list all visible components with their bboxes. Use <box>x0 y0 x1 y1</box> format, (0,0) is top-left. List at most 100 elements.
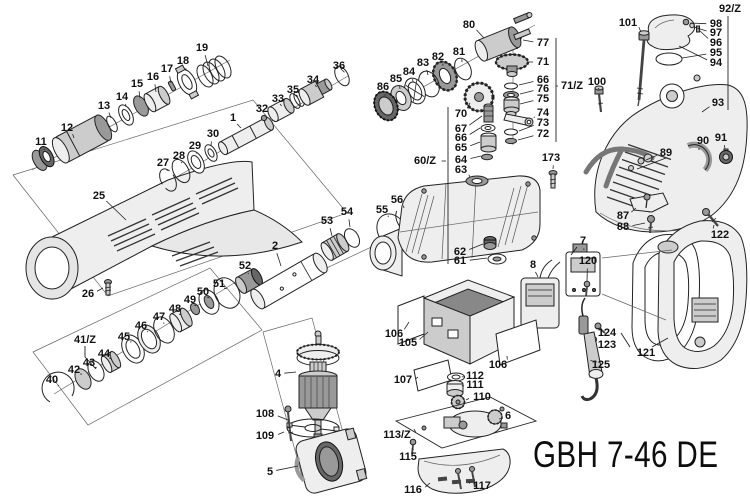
bearing-bracket-plate <box>394 396 538 455</box>
part-label-88: 88 <box>617 221 629 233</box>
leader-line-89 <box>645 155 657 161</box>
part-label-19: 19 <box>196 42 208 54</box>
leader-line-63 <box>468 174 471 178</box>
leader-line-72 <box>517 135 534 141</box>
part-label-6: 6 <box>505 410 511 422</box>
part-label-121: 121 <box>637 347 655 359</box>
model-title: GBH 7-46 DE <box>533 434 719 475</box>
part-label-92/Z: 92/Z <box>719 3 741 15</box>
leader-line-75 <box>519 100 534 105</box>
part-label-86: 86 <box>377 81 389 93</box>
leader-line-53 <box>329 228 333 237</box>
cover-cap-group <box>646 14 700 66</box>
part-label-13: 13 <box>98 100 110 112</box>
part-label-46: 46 <box>135 320 147 332</box>
ring-set <box>41 204 421 403</box>
part-label-71: 71 <box>537 56 549 68</box>
part-label-173: 173 <box>542 152 560 164</box>
leader-line-67 <box>469 115 483 126</box>
part-label-35: 35 <box>287 84 299 96</box>
leader-line-8 <box>535 271 539 278</box>
leader-line-96 <box>699 30 709 39</box>
striker-assembly <box>454 12 533 81</box>
leader-line-83 <box>426 69 429 76</box>
part-label-120: 120 <box>579 255 597 267</box>
leader-line-125 <box>590 360 598 363</box>
leader-line-93 <box>701 106 710 113</box>
part-label-14: 14 <box>116 91 129 103</box>
leader-line-17 <box>169 76 172 84</box>
grommet-61 <box>487 253 507 265</box>
part-label-11: 11 <box>35 136 47 148</box>
part-label-54: 54 <box>341 206 354 218</box>
part-label-17: 17 <box>161 63 173 75</box>
switch-group <box>565 243 673 321</box>
leader-line-97 <box>693 26 707 32</box>
chuck-assembly <box>31 55 232 171</box>
part-labels-layer: 1112131415161718191302928272526323335343… <box>35 3 741 496</box>
part-label-83: 83 <box>417 57 429 69</box>
part-label-63: 63 <box>455 164 467 176</box>
screw-26 <box>104 279 112 296</box>
part-label-107: 107 <box>394 374 412 386</box>
part-label-89: 89 <box>660 147 672 159</box>
part-label-32: 32 <box>256 103 268 115</box>
screw-173 <box>548 170 558 189</box>
capacitor <box>520 259 561 329</box>
part-label-71/Z: 71/Z <box>561 80 583 92</box>
part-label-82: 82 <box>432 51 444 63</box>
part-label-81: 81 <box>453 46 465 58</box>
stator-group <box>294 427 368 494</box>
part-label-60/Z: 60/Z <box>414 155 436 167</box>
part-label-65: 65 <box>455 142 467 154</box>
leader-line-76 <box>519 90 534 95</box>
part-label-5: 5 <box>267 466 273 478</box>
leader-line-66 <box>518 81 534 86</box>
screw-122 <box>702 208 719 227</box>
leader-line-123 <box>594 339 598 342</box>
armature-group <box>296 330 340 441</box>
part-label-56: 56 <box>391 194 403 206</box>
leader-line-64 <box>470 155 482 159</box>
part-label-15: 15 <box>131 78 143 90</box>
part-label-40: 40 <box>46 374 58 386</box>
leader-line-1 <box>236 123 242 129</box>
part-label-116: 116 <box>404 484 422 496</box>
part-label-123: 123 <box>598 339 616 351</box>
part-label-51: 51 <box>213 278 225 290</box>
leader-line-107 <box>415 376 419 379</box>
part-label-29: 29 <box>189 140 201 152</box>
part-label-90: 90 <box>697 135 709 147</box>
part-label-33: 33 <box>272 93 284 105</box>
leader-line-122 <box>712 224 715 229</box>
part-label-109: 109 <box>256 430 274 442</box>
leader-line-49 <box>193 304 197 307</box>
leader-line-51 <box>223 287 227 290</box>
leader-line-36 <box>340 68 345 73</box>
leader-line-13 <box>108 112 112 119</box>
leader-line-56 <box>403 205 405 209</box>
part-label-43: 43 <box>83 357 95 369</box>
part-label-8: 8 <box>530 259 536 271</box>
part-label-50: 50 <box>197 286 209 298</box>
part-label-36: 36 <box>333 60 345 72</box>
leader-line-43 <box>93 366 97 369</box>
part-label-98: 98 <box>710 18 722 30</box>
part-label-55: 55 <box>376 204 388 216</box>
part-label-12: 12 <box>61 122 73 134</box>
leader-line-94 <box>678 45 708 61</box>
leader-line-26 <box>96 287 104 292</box>
leader-line-115 <box>411 447 414 451</box>
part-label-47: 47 <box>153 311 165 323</box>
leader-line-32 <box>263 114 266 117</box>
part-label-96: 96 <box>710 37 722 49</box>
part-label-30: 30 <box>207 128 219 140</box>
leader-line-113/Z <box>413 428 417 433</box>
screws-top <box>594 30 650 113</box>
part-label-70: 70 <box>455 108 467 120</box>
leader-line-116 <box>424 482 431 488</box>
leader-line-34 <box>314 84 317 88</box>
part-label-16: 16 <box>147 71 159 83</box>
leader-line-2 <box>276 253 282 267</box>
